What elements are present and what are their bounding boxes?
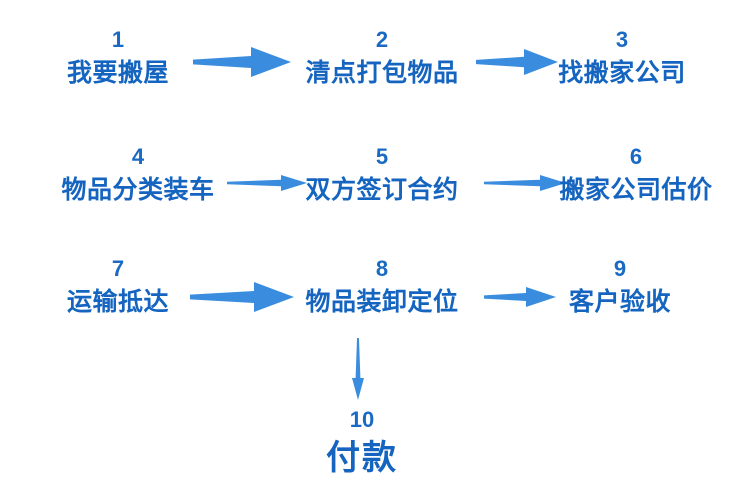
step-label-3: 找搬家公司: [558, 59, 686, 87]
step-number-4: 4: [131, 144, 145, 169]
step-label-1: 我要搬屋: [66, 59, 170, 87]
step-number-6: 6: [629, 144, 643, 169]
step-number-10: 10: [349, 407, 375, 432]
step-label-2: 清点打包物品: [305, 59, 459, 87]
step-label-6: 搬家公司估价: [559, 176, 713, 204]
step-number-5: 5: [375, 144, 389, 169]
step-label-4: 物品分类装车: [61, 176, 215, 204]
step-label-5: 双方签订合约: [305, 176, 459, 204]
arrow-2-to-3: [476, 49, 558, 75]
step-label-10: 付款: [326, 439, 398, 477]
arrow-1-to-2: [193, 47, 291, 77]
arrow-8-to-10: [352, 338, 364, 400]
step-label-8: 物品装卸定位: [305, 288, 459, 316]
arrow-5-to-6: [484, 175, 566, 191]
step-label-9: 客户验收: [568, 288, 672, 316]
step-number-9: 9: [613, 256, 627, 281]
step-number-7: 7: [111, 256, 125, 281]
step-number-3: 3: [615, 27, 629, 52]
step-number-2: 2: [375, 27, 389, 52]
arrow-4-to-5: [227, 175, 307, 191]
step-number-8: 8: [375, 256, 389, 281]
step-number-1: 1: [111, 27, 125, 52]
arrow-7-to-8: [190, 282, 294, 312]
arrow-8-to-9: [484, 287, 556, 307]
step-label-7: 运输抵达: [66, 288, 170, 316]
